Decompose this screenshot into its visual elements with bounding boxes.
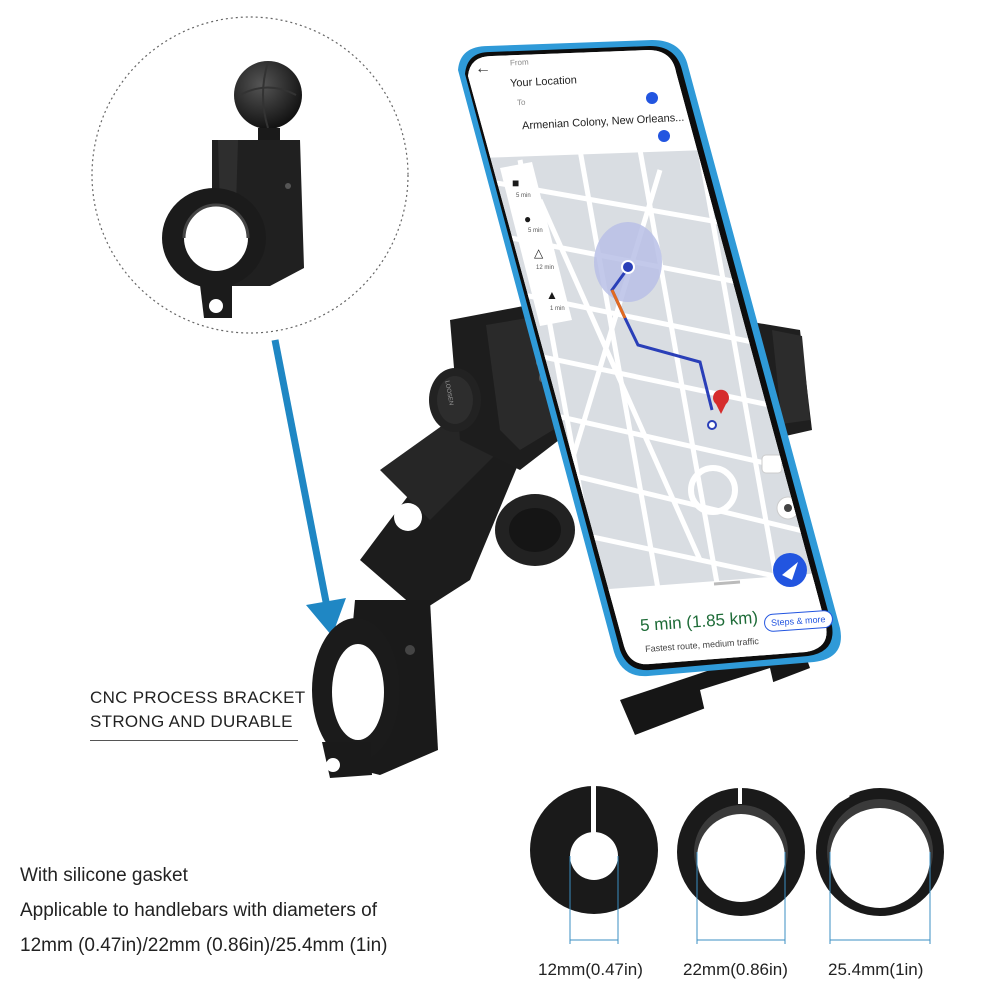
walk-icon[interactable]: △ [534,246,544,260]
mode-time-walk: 12 min [536,265,555,271]
ring-label-25mm: 25.4mm(1in) [828,960,924,979]
zoom-detail-circle [91,16,409,334]
layers-button[interactable] [761,454,783,474]
gasket-line-2: Applicable to handlebars with diameters … [20,900,377,921]
back-arrow-icon[interactable]: ← [475,60,491,77]
connector-arrow [271,339,346,636]
gasket-description: With silicone gasket Applicable to handl… [20,858,387,963]
motorcycle-icon[interactable]: ● [524,212,532,226]
ball-clamp-detail [162,61,304,318]
mode-time-motorcycle: 5 min [528,228,543,234]
transit-icon[interactable]: ▲ [546,288,558,302]
ring-label-22mm: 22mm(0.86in) [683,960,788,979]
mode-time-car: 5 min [516,193,531,199]
destination-pin-icon [713,389,729,414]
mode-selector[interactable] [500,162,572,326]
callout-line-2: STRONG AND DURABLE [90,712,293,731]
from-label: From [509,57,529,68]
gasket-line-1: With silicone gasket [20,865,188,886]
mode-time-transit: 1 min [550,306,565,312]
gasket-line-3: 12mm (0.47in)/22mm (0.86in)/25.4mm (1in) [20,935,388,956]
to-label: To [516,97,526,108]
car-icon[interactable]: ■ [512,176,520,190]
gasket-ring-12mm [530,786,658,944]
callout-line-1: CNC PROCESS BRACKET [90,688,306,707]
gasket-ring-22mm [677,788,805,944]
gasket-ring-25mm [816,788,944,944]
swap-icon[interactable] [658,130,670,142]
ring-label-12mm: 12mm(0.47in) [538,960,643,979]
more-options-icon[interactable] [646,92,658,104]
tightening-knob [429,368,481,432]
callout-underline [90,740,298,741]
cnc-callout: CNC PROCESS BRACKET STRONG AND DURABLE [90,686,305,741]
